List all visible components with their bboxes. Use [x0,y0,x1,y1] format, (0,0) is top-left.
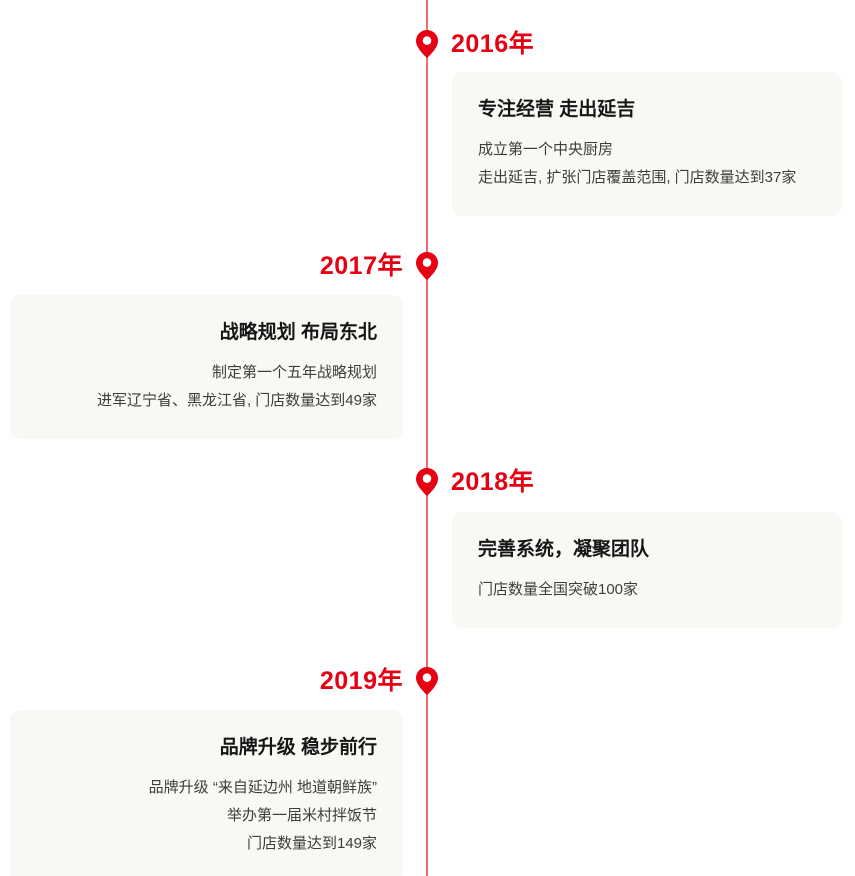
location-pin-icon [416,30,438,58]
milestone-title: 品牌升级 稳步前行 [219,737,377,758]
milestone-description-line: 走出延吉, 扩张门店覆盖范围, 门店数量达到37家 [478,169,797,186]
milestone-description-line: 门店数量达到149家 [246,835,377,852]
milestone-description: 成立第一个中央厨房 走出延吉, 扩张门店覆盖范围, 门店数量达到37家 [478,136,816,192]
year-label-2017: 2017年 [319,252,403,280]
milestone-2016-card: 专注经营 走出延吉 成立第一个中央厨房 走出延吉, 扩张门店覆盖范围, 门店数量… [452,72,842,216]
milestone-description-line: 进军辽宁省、黑龙江省, 门店数量达到49家 [96,392,377,409]
milestone-title: 专注经营 走出延吉 [478,99,636,120]
year-label-2016: 2016年 [451,30,535,58]
timeline-vertical-line [426,0,428,876]
milestone-description-line: 品牌升级 “来自延边州 地道朝鲜族” [148,779,377,796]
milestone-2016-marker: 2016年 [416,30,534,58]
milestone-description-line: 门店数量全国突破100家 [478,581,639,598]
milestone-description: 制定第一个五年战略规划 进军辽宁省、黑龙江省, 门店数量达到49家 [36,359,377,415]
milestone-2018-card: 完善系统，凝聚团队 门店数量全国突破100家 [452,512,842,628]
location-pin-icon [416,468,438,496]
milestone-2019-card: 品牌升级 稳步前行 品牌升级 “来自延边州 地道朝鲜族” 举办第一届米村拌饭节 … [10,710,403,876]
milestone-description: 品牌升级 “来自延边州 地道朝鲜族” 举办第一届米村拌饭节 门店数量达到149家 [36,774,377,858]
milestone-title: 战略规划 布局东北 [219,322,377,343]
milestone-2019-marker: 2019年 [320,667,438,695]
location-pin-icon [416,252,438,280]
year-label-2018: 2018年 [451,468,535,496]
milestone-2017-card: 战略规划 布局东北 制定第一个五年战略规划 进军辽宁省、黑龙江省, 门店数量达到… [10,295,403,439]
year-label-2019: 2019年 [319,667,403,695]
milestone-description-line: 成立第一个中央厨房 [478,141,614,158]
milestone-description-line: 制定第一个五年战略规划 [211,364,377,381]
milestone-2017-marker: 2017年 [320,252,438,280]
milestone-description: 门店数量全国突破100家 [478,576,816,604]
milestone-description-line: 举办第一届米村拌饭节 [226,807,377,824]
milestone-2018-marker: 2018年 [416,468,534,496]
milestone-title: 完善系统，凝聚团队 [478,539,650,560]
location-pin-icon [416,667,438,695]
